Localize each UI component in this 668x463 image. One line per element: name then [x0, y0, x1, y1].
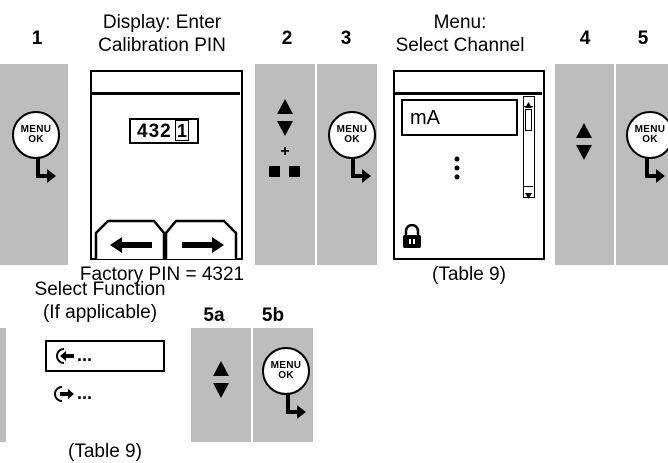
step-5a-number: 5a — [203, 305, 225, 326]
display-caption-line1: Display: Enter — [102, 12, 222, 33]
down-arrow-icon — [213, 383, 229, 398]
up-arrow-icon — [213, 361, 229, 376]
factory-pin-note: Factory PIN = 4321 — [79, 264, 245, 285]
softkey-bar — [94, 219, 238, 259]
plus-sign: + — [280, 143, 290, 160]
down-arrow-icon — [277, 121, 293, 136]
display-caption: Display: Enter Calibration PIN — [62, 11, 262, 57]
input-icon — [56, 348, 74, 364]
channel-label: mA — [410, 107, 440, 129]
output-icon — [54, 386, 74, 402]
step-5-number: 5 — [637, 28, 649, 49]
menu-label: MENU — [336, 124, 368, 135]
enter-arrow-icon — [645, 158, 665, 183]
function-option-2-text: ... — [77, 383, 93, 403]
more-items-icon — [454, 156, 460, 180]
menu-ok-button-icon: MENU OK — [12, 111, 60, 159]
function-option: ... — [45, 378, 165, 410]
left-arrow-icon — [110, 237, 152, 253]
step-4-number: 4 — [579, 28, 591, 49]
up-arrow-icon — [277, 99, 293, 114]
menu-ok-button-icon: MENU OK — [328, 111, 376, 159]
function-caption: Select Function (If applicable) — [10, 278, 190, 324]
menu-caption-line2: Select Channel — [395, 35, 525, 56]
menu-label: MENU — [634, 124, 666, 135]
menu-ok-button-icon: MENU OK — [262, 347, 310, 395]
display-caption-line2: Calibration PIN — [98, 35, 226, 56]
channel-table-ref: (Table 9) — [432, 264, 506, 285]
enter-arrow-icon — [351, 158, 371, 183]
ok-label: OK — [28, 134, 44, 145]
pin-digits: 432 — [137, 121, 172, 142]
step-3-number: 3 — [340, 28, 352, 49]
square-icon — [269, 166, 280, 177]
enter-arrow-icon — [36, 158, 56, 183]
ok-label: OK — [278, 370, 294, 381]
right-arrow-icon — [182, 237, 224, 253]
menu-caption: Menu: Select Channel — [375, 11, 545, 57]
square-icon — [289, 166, 300, 177]
lock-icon — [403, 224, 421, 248]
step-3-panel — [317, 64, 377, 265]
screen-header-divider — [395, 92, 542, 95]
step-2-number: 2 — [281, 28, 293, 49]
step-1-panel — [0, 64, 68, 265]
function-option-1-text: ... — [77, 345, 93, 365]
enter-arrow-icon — [286, 394, 306, 419]
menu-ok-button-icon: MENU OK — [626, 111, 668, 159]
step-5-panel-edge — [0, 328, 6, 442]
pin-display-screen: 432 1 — [90, 70, 243, 260]
screen-header-divider — [92, 92, 240, 95]
step-1-number: 1 — [31, 28, 43, 49]
step-5-panel — [616, 64, 668, 265]
step-4-panel — [555, 64, 614, 265]
up-arrow-icon — [576, 123, 592, 138]
scroll-down-arrow-icon — [524, 186, 533, 199]
selected-channel-item: mA — [401, 99, 518, 136]
scroll-up-arrow-icon — [524, 97, 533, 108]
step-2-panel — [255, 64, 315, 265]
down-arrow-icon — [576, 145, 592, 160]
pin-entry-field: 432 1 — [129, 118, 199, 144]
menu-label: MENU — [270, 360, 302, 371]
scrollbar — [523, 96, 535, 199]
menu-label: MENU — [20, 124, 52, 135]
pin-cursor-digit: 1 — [175, 120, 189, 141]
function-caption-line2: (If applicable) — [42, 302, 158, 323]
scroll-thumb — [525, 109, 532, 131]
channel-menu-screen: mA — [393, 70, 545, 260]
ok-label: OK — [642, 134, 658, 145]
function-table-ref: (Table 9) — [68, 441, 142, 462]
step-5b-number: 5b — [261, 305, 285, 326]
function-option-selected: ... — [45, 340, 165, 372]
function-caption-line1: Select Function — [34, 279, 166, 300]
menu-caption-line1: Menu: — [433, 12, 487, 33]
ok-label: OK — [344, 134, 360, 145]
